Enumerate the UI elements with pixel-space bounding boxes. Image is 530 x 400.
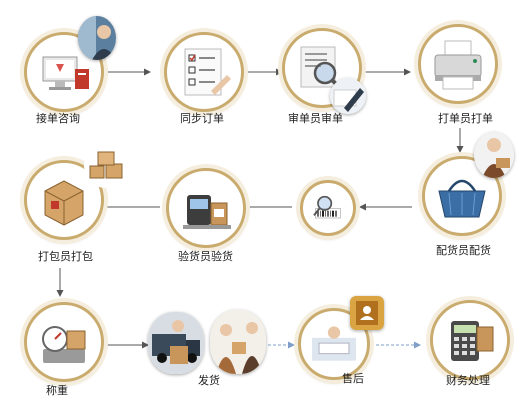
step-node-audit-order xyxy=(282,28,362,108)
step-label-6: 验货员验货 xyxy=(178,250,233,263)
worker-photo-icon xyxy=(474,132,514,178)
step-node-pick-goods xyxy=(422,156,502,236)
step-label-4: 打单员打单 xyxy=(438,112,493,125)
magnifier-document-icon xyxy=(300,46,343,91)
step-label-11: 财务处理 xyxy=(446,374,490,387)
step-node-finance xyxy=(430,300,510,380)
step-label-10: 售后 xyxy=(342,372,364,385)
boxes-stack-icon xyxy=(84,144,128,188)
calculator-icon xyxy=(451,321,494,361)
signing-photo-icon xyxy=(330,78,366,114)
step-node-weighing xyxy=(24,302,104,382)
scanner-icon xyxy=(313,195,341,219)
step-label-2: 同步订单 xyxy=(180,112,224,125)
step-node-sync-order xyxy=(164,32,244,112)
step-node-packing xyxy=(24,160,104,240)
checklist-icon xyxy=(184,48,231,96)
contact-book-icon xyxy=(350,296,384,330)
step-node-inspect-goods xyxy=(166,168,246,248)
computer-icon xyxy=(42,56,89,90)
step-label-7: 打包员打包 xyxy=(38,250,93,263)
step-label-5: 配货员配货 xyxy=(436,244,491,257)
inspection-scanner-icon xyxy=(183,195,231,229)
customer-service-icon xyxy=(312,326,356,361)
step-label-9: 发货 xyxy=(198,374,220,387)
basket-icon xyxy=(438,179,486,218)
scanner-node xyxy=(300,180,356,236)
delivery-truck-photo-icon xyxy=(148,312,204,374)
package-icon xyxy=(44,180,84,226)
step-label-8: 称重 xyxy=(46,384,68,397)
step-node-after-sales xyxy=(298,308,370,380)
printer-icon xyxy=(434,40,482,90)
handover-photo-icon xyxy=(210,310,266,374)
call-center-photo-icon xyxy=(78,16,116,60)
step-label-3: 审单员审单 xyxy=(288,112,343,125)
step-label-1: 接单咨询 xyxy=(36,112,80,125)
step-node-print-order xyxy=(418,24,498,104)
scale-icon xyxy=(42,326,86,363)
